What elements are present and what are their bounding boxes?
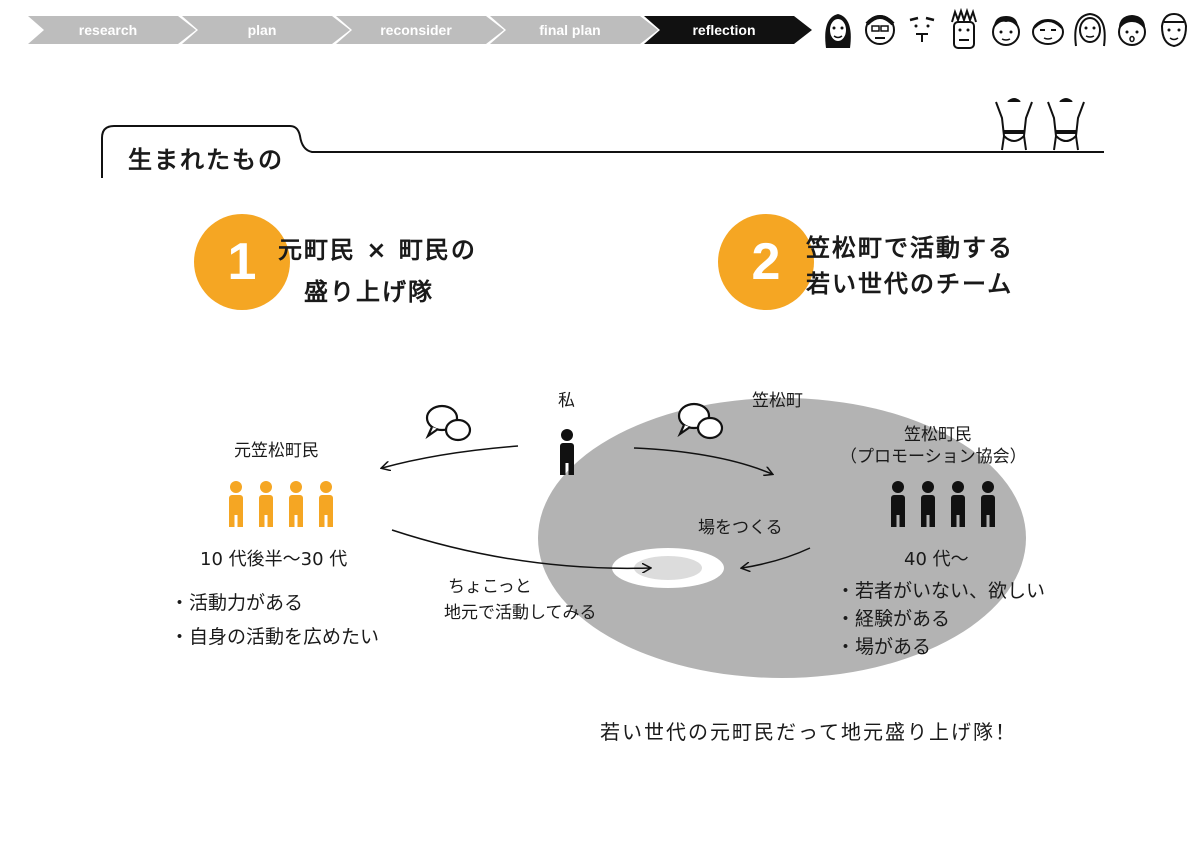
chevron-shape	[644, 16, 812, 44]
residents-bullet: ・場がある	[836, 636, 932, 658]
member-face-icon	[1032, 19, 1064, 45]
crumb-label: plan	[247, 22, 277, 38]
chevron-shape	[182, 16, 350, 44]
former-resident-icon	[229, 481, 243, 527]
place-label: 場をつくる	[698, 518, 783, 538]
try-label-line2: 地元で活動してみる	[444, 603, 597, 623]
outcome-1-number: 1	[194, 214, 290, 310]
residents-age: 40 代〜	[904, 549, 969, 570]
former-bullet: ・活動力がある	[170, 592, 304, 614]
outcome-2-number: 2	[718, 214, 814, 310]
crumb-research[interactable]: research	[28, 16, 198, 44]
chat-bubbles-icon	[425, 404, 472, 442]
arrow-me-to-town	[633, 447, 772, 474]
member-face-icon	[909, 16, 935, 42]
member-face-icon	[1160, 12, 1188, 48]
chat-bubbles-icon	[677, 402, 724, 440]
arrow-town-to-place	[742, 547, 811, 568]
crumb-plan[interactable]: plan	[182, 16, 352, 44]
member-face-icon	[1074, 12, 1106, 47]
town-area	[538, 398, 1026, 678]
residents-bullet: ・経験がある	[836, 608, 951, 630]
slogan: 若い世代の元町民だって地元盛り上げ隊！	[600, 720, 1017, 744]
relationship-diagram	[229, 398, 1026, 678]
crumb-final-plan[interactable]: final plan	[490, 16, 660, 44]
section-tab-frame	[101, 125, 1104, 178]
former-age: 10 代後半〜30 代	[200, 549, 348, 570]
outcome-2-line1: 笠松町で活動する	[806, 234, 1014, 262]
residents-label: 笠松町民	[904, 425, 972, 445]
me-label: 私	[558, 391, 575, 411]
me-person-icon	[560, 429, 574, 475]
crumb-label: reflection	[692, 22, 756, 38]
place-inner	[634, 556, 702, 580]
crumb-label: final plan	[539, 22, 601, 38]
member-face-icon	[825, 14, 851, 48]
outcome-1-line2: 盛り上げ隊	[304, 278, 434, 306]
crumb-label: reconsider	[380, 22, 452, 38]
crumb-label: research	[78, 22, 138, 38]
residents-org: （プロモーション協会）	[840, 447, 1027, 467]
progress-breadcrumb: research plan reconsider final plan refl…	[28, 16, 818, 44]
outcome-1-line1: 元町民 × 町民の	[278, 236, 477, 264]
outcome-2-line2: 若い世代のチーム	[806, 270, 1014, 298]
chevron-shape	[28, 16, 196, 44]
former-bullet: ・自身の活動を広めたい	[170, 626, 380, 648]
section-title: 生まれたもの	[128, 146, 284, 174]
arrow-me-to-former	[382, 445, 519, 468]
try-label-line1: ちょこっと	[448, 577, 532, 597]
residents-bullet: ・若者がいない、欲しい	[836, 580, 1046, 602]
arrow-former-to-place	[391, 529, 650, 568]
member-face-icon	[992, 16, 1020, 46]
former-resident-icon	[319, 481, 333, 527]
crumb-reconsider[interactable]: reconsider	[336, 16, 506, 44]
former-label: 元笠松町民	[234, 441, 319, 461]
sumo-wrestlers-icon	[995, 98, 1085, 151]
member-face-icon	[865, 15, 895, 45]
crumb-reflection[interactable]: reflection	[644, 16, 814, 44]
chevron-shape	[336, 16, 504, 44]
member-face-icon	[1118, 15, 1146, 46]
chevron-shape	[490, 16, 658, 44]
former-resident-icon	[289, 481, 303, 527]
former-resident-icon	[259, 481, 273, 527]
town-label: 笠松町	[752, 391, 803, 411]
team-faces	[818, 8, 1190, 52]
member-face-icon	[951, 8, 977, 49]
